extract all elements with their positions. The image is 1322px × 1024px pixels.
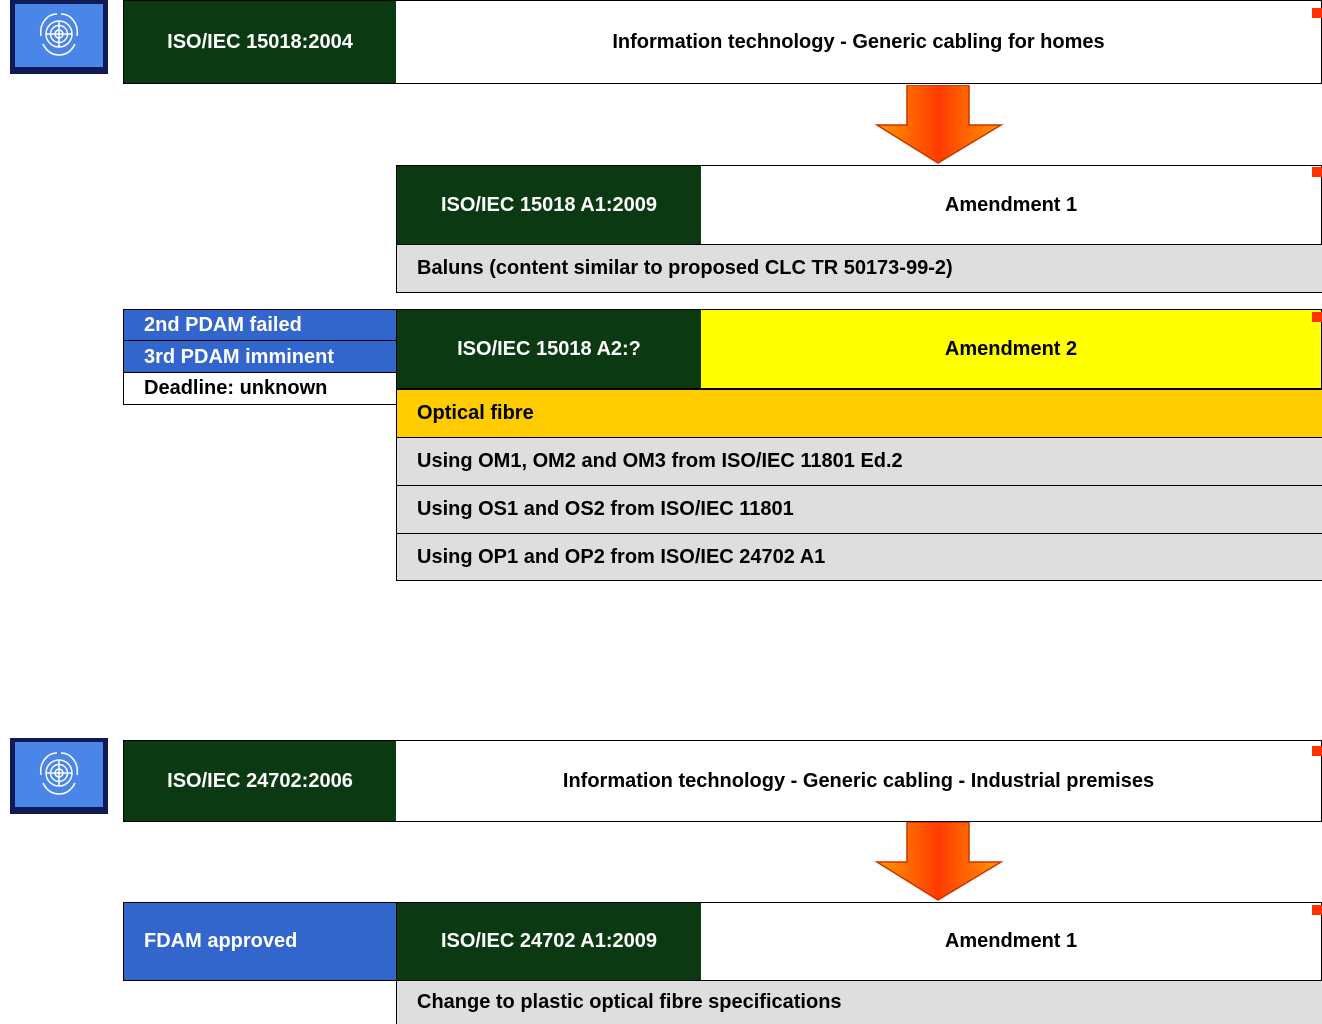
- standard-title: Information technology - Generic cabling…: [396, 0, 1322, 84]
- status-badge: 2nd PDAM failed: [123, 309, 397, 341]
- content-row: Using OS1 and OS2 from ISO/IEC 11801: [396, 485, 1322, 534]
- un-emblem-icon: [29, 6, 89, 66]
- standard-code: ISO/IEC 15018:2004: [123, 0, 397, 84]
- corner-marker: [1312, 167, 1322, 177]
- corner-marker: [1312, 312, 1322, 322]
- corner-marker: [1312, 905, 1322, 915]
- un-emblem-icon: [29, 745, 89, 805]
- amendment-title: Amendment 2: [701, 309, 1322, 389]
- status-badge: FDAM approved: [123, 902, 397, 981]
- status-badge: 3rd PDAM imminent: [123, 340, 397, 373]
- down-arrow-icon: [874, 85, 1004, 164]
- content-row: Using OM1, OM2 and OM3 from ISO/IEC 1180…: [396, 437, 1322, 486]
- corner-marker: [1312, 746, 1322, 756]
- content-row: Baluns (content similar to proposed CLC …: [396, 244, 1322, 293]
- amendment-code: ISO/IEC 15018 A1:2009: [396, 165, 702, 245]
- amendment-code: ISO/IEC 15018 A2:?: [396, 309, 702, 389]
- deadline-label: Deadline: unknown: [123, 372, 397, 405]
- content-row: Change to plastic optical fibre specific…: [396, 980, 1322, 1024]
- amendment-title: Amendment 1: [701, 165, 1322, 245]
- un-logo: [10, 0, 108, 74]
- down-arrow-icon: [874, 822, 1004, 901]
- content-row: Using OP1 and OP2 from ISO/IEC 24702 A1: [396, 533, 1322, 581]
- section-row: Optical fibre: [396, 389, 1322, 438]
- un-logo: [10, 738, 108, 814]
- amendment-title: Amendment 1: [701, 902, 1322, 981]
- amendment-code: ISO/IEC 24702 A1:2009: [396, 902, 702, 981]
- corner-marker: [1312, 8, 1322, 18]
- standard-title: Information technology - Generic cabling…: [396, 740, 1322, 822]
- standard-code: ISO/IEC 24702:2006: [123, 740, 397, 822]
